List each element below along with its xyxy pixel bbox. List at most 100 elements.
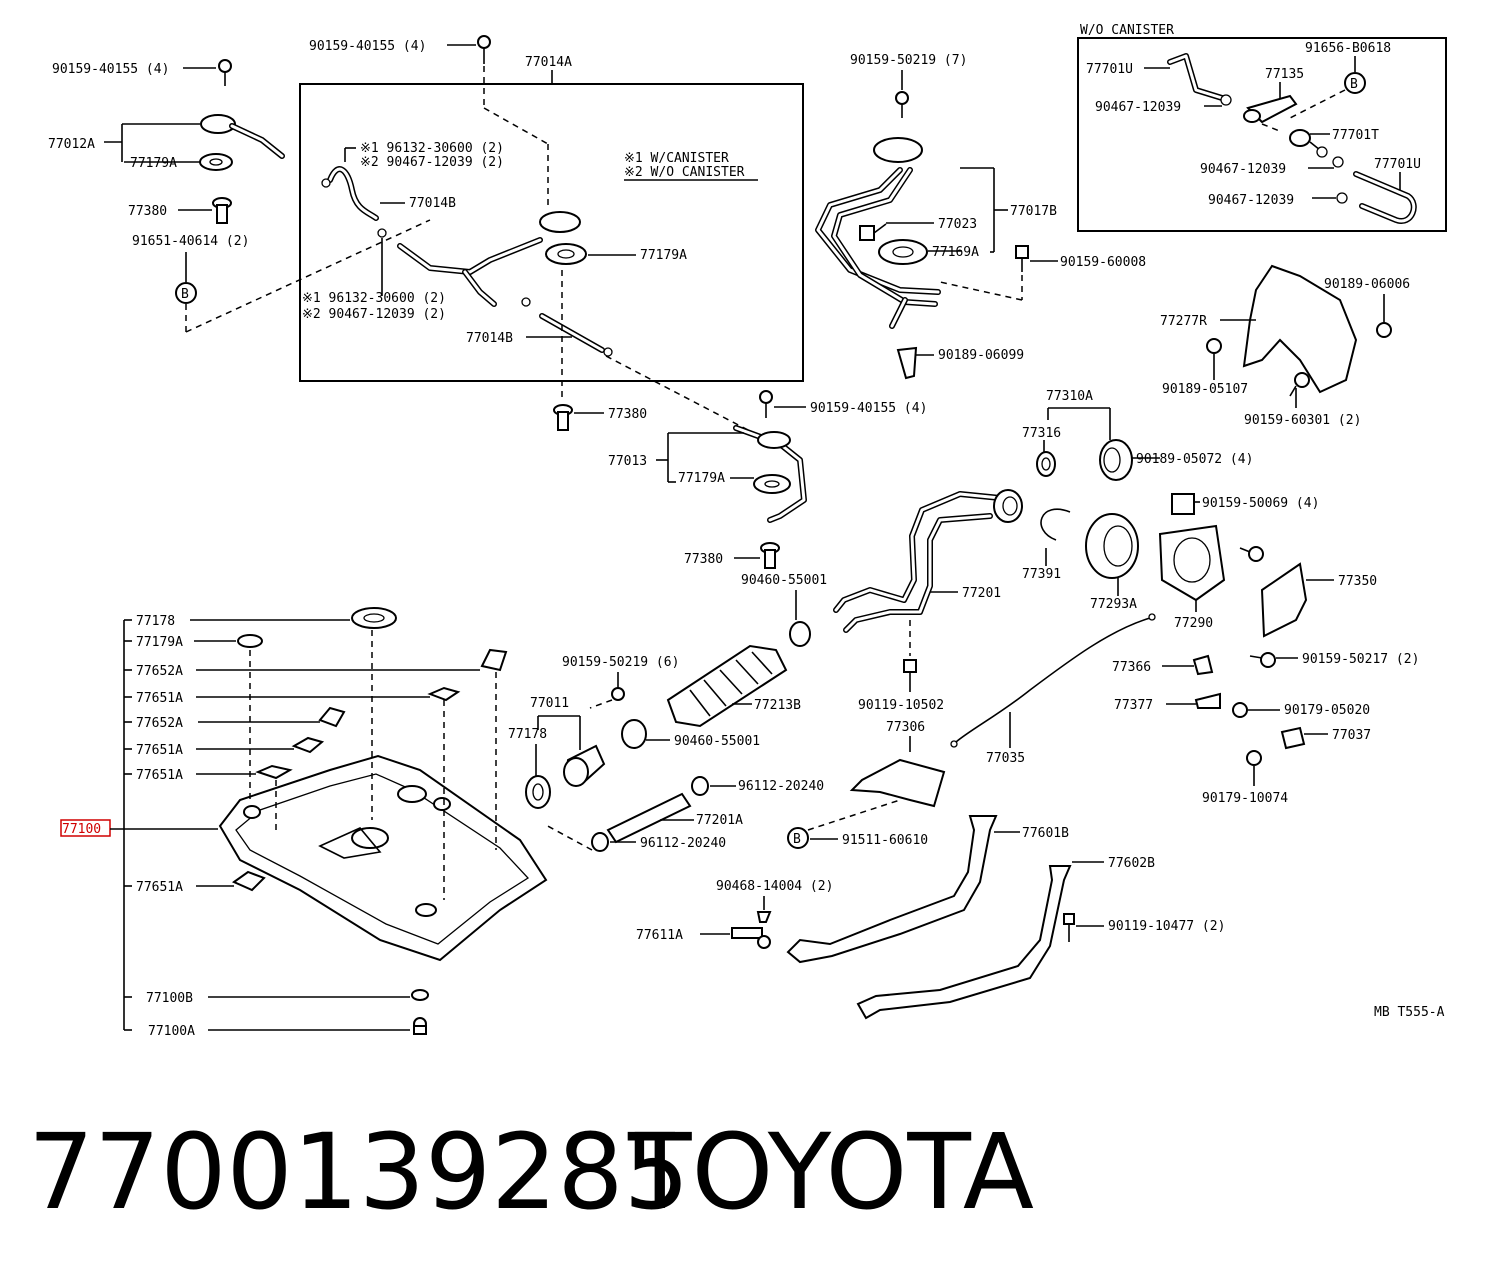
label-90159-50219-6: 90159-50219 (6) bbox=[562, 655, 679, 670]
label-77651A-4: 77651A bbox=[136, 880, 183, 895]
label-90159-60301: 90159-60301 (2) bbox=[1244, 413, 1361, 428]
clamp-icon bbox=[691, 776, 709, 796]
inset-label-90467-a: 90467-12039 bbox=[1095, 100, 1181, 115]
marker-b-left: B bbox=[181, 287, 189, 302]
label-77651A-2: 77651A bbox=[136, 743, 183, 758]
cable-group: 77035 77306 B 91511-60610 bbox=[787, 613, 1156, 849]
note-90467-bot: ※2 90467-12039 (2) bbox=[302, 307, 446, 322]
clamp-icon bbox=[621, 719, 647, 749]
label-90159-40155-mid: 90159-40155 (4) bbox=[810, 401, 927, 416]
label-90189-06006: 90189-06006 bbox=[1324, 277, 1410, 292]
top-left-group: 90159-40155 (4) 90159-40155 (4) 77012A 7… bbox=[48, 35, 549, 333]
bolt-icon bbox=[759, 390, 773, 418]
clip-icon bbox=[756, 911, 772, 923]
bracket-icon bbox=[1192, 654, 1214, 676]
label-77014B-b: 77014B bbox=[466, 331, 513, 346]
inset-label-90467-c: 90467-12039 bbox=[1208, 193, 1294, 208]
bolt-icon bbox=[1249, 652, 1276, 668]
label-77601B: 77601B bbox=[1022, 826, 1069, 841]
reference-b-marker bbox=[787, 827, 809, 849]
screw-icon bbox=[760, 542, 780, 569]
label-77652A-1: 77652A bbox=[136, 664, 183, 679]
nut-icon bbox=[1171, 493, 1195, 515]
fuel-tank-group: 77178 77179A 77652A 77651A 77652A 77651A… bbox=[60, 607, 548, 1039]
label-91651-40614: 91651-40614 (2) bbox=[132, 234, 249, 249]
highlight-box bbox=[60, 819, 111, 837]
label-77651A-3: 77651A bbox=[136, 768, 183, 783]
label-77100A: 77100A bbox=[148, 1024, 195, 1039]
label-77012A: 77012A bbox=[48, 137, 95, 152]
inset-label-77701U-a: 77701U bbox=[1086, 62, 1133, 77]
label-77178-list: 77178 bbox=[136, 614, 175, 629]
bracket-icon bbox=[896, 346, 918, 380]
inset-wo-canister: W/O CANISTER 77701U 91656-B0618 B 77135 … bbox=[1077, 23, 1447, 232]
fuel-door-icon bbox=[1260, 562, 1308, 638]
label-90159-40155-left: 90159-40155 (4) bbox=[52, 62, 169, 77]
note-96132-bot: ※1 96132-30600 (2) bbox=[302, 291, 446, 306]
inset-box bbox=[1077, 37, 1447, 232]
bolt-icon bbox=[477, 35, 491, 64]
bolt-icon bbox=[1289, 372, 1310, 397]
screw-icon bbox=[859, 223, 887, 241]
screw-icon bbox=[553, 404, 573, 431]
inset-label-90467-b: 90467-12039 bbox=[1200, 162, 1286, 177]
inset-label-91656-B0618: 91656-B0618 bbox=[1305, 41, 1391, 56]
label-90159-50069: 90159-50069 (4) bbox=[1202, 496, 1319, 511]
straps-group: 77601B 77602B 90119-10477 (2) 90468-1400… bbox=[636, 815, 1225, 1020]
fuel-sender-icon bbox=[873, 137, 923, 163]
inset-label-77135: 77135 bbox=[1265, 67, 1304, 82]
label-77169A: 77169A bbox=[932, 245, 979, 260]
reference-b-marker bbox=[1344, 72, 1366, 94]
pad-icon bbox=[291, 736, 325, 754]
label-77366: 77366 bbox=[1112, 660, 1151, 675]
clamp-icon bbox=[789, 621, 811, 647]
label-77380-mid: 77380 bbox=[608, 407, 647, 422]
label-77201A: 77201A bbox=[696, 813, 743, 828]
note-90467-top: ※2 90467-12039 (2) bbox=[360, 155, 504, 170]
inset-title: W/O CANISTER bbox=[1080, 23, 1174, 38]
pad-icon bbox=[255, 764, 293, 780]
valve-icon bbox=[1289, 129, 1321, 151]
label-77277R: 77277R bbox=[1160, 314, 1207, 329]
label-96112-20240-b: 96112-20240 bbox=[640, 836, 726, 851]
fuel-sender-icon bbox=[200, 114, 285, 159]
hose-icon bbox=[606, 792, 692, 844]
label-77179A-mid: 77179A bbox=[678, 471, 725, 486]
reference-b-marker bbox=[175, 282, 197, 304]
lock-icon bbox=[1280, 726, 1306, 750]
label-90179-10074: 90179-10074 bbox=[1202, 791, 1288, 806]
label-77293A: 77293A bbox=[1090, 597, 1137, 612]
label-77013: 77013 bbox=[608, 454, 647, 469]
label-77310A: 77310A bbox=[1046, 389, 1093, 404]
label-77037: 77037 bbox=[1332, 728, 1371, 743]
legend-wo-canister: ※2 W/O CANISTER bbox=[624, 165, 745, 180]
bellows-hose-icon bbox=[666, 644, 788, 728]
label-96112-20240-a: 96112-20240 bbox=[738, 779, 824, 794]
label-77100B: 77100B bbox=[146, 991, 193, 1006]
cap-icon bbox=[1099, 439, 1133, 481]
brand-name: TOYOTA bbox=[628, 1111, 1034, 1233]
label-77011: 77011 bbox=[530, 696, 569, 711]
bolt-icon bbox=[218, 59, 232, 86]
label-77201: 77201 bbox=[962, 586, 1001, 601]
label-90179-05020: 90179-05020 bbox=[1284, 703, 1370, 718]
label-77179A-top: 77179A bbox=[130, 156, 177, 171]
label-90159-50217: 90159-50217 (2) bbox=[1302, 652, 1419, 667]
label-77316: 77316 bbox=[1022, 426, 1061, 441]
label-77178-b: 77178 bbox=[508, 727, 547, 742]
label-77213B: 77213B bbox=[754, 698, 801, 713]
heat-shield-icon bbox=[1242, 264, 1358, 394]
label-90468-14004: 90468-14004 (2) bbox=[716, 879, 833, 894]
marker-b-inset: B bbox=[1350, 77, 1358, 92]
label-77602B: 77602B bbox=[1108, 856, 1155, 871]
bolt-icon bbox=[895, 91, 909, 118]
nut-icon bbox=[1232, 702, 1248, 718]
marker-b-lower: B bbox=[793, 832, 801, 847]
fuel-sender-icon bbox=[539, 211, 581, 233]
label-77100: 77100 bbox=[62, 822, 101, 837]
bolt-icon bbox=[903, 659, 917, 692]
bolt-icon bbox=[611, 687, 625, 701]
label-77179A-box: 77179A bbox=[640, 248, 687, 263]
hose-group: 90460-55001 77213B 90460-55001 90159-502… bbox=[508, 573, 827, 852]
